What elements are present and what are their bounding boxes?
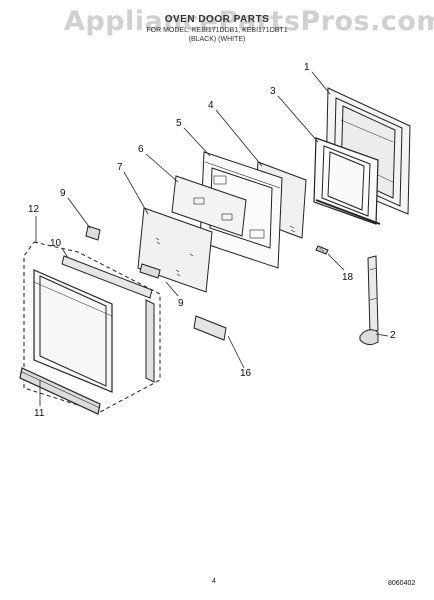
diagram-models: FOR MODEL: KEBI171DDB1, KEBI171DBT1: [146, 27, 288, 34]
doc-number: 8060402: [388, 580, 416, 587]
callout-16: 16: [240, 368, 252, 379]
part-door-frame: [313, 137, 381, 225]
watermark-text: AppliancePartsPros.com: [64, 6, 434, 37]
part-glass-clip-upper: [85, 225, 101, 241]
part-door-front: [33, 269, 113, 393]
part-side-trim: [145, 299, 155, 383]
part-door-handle: [19, 367, 101, 415]
diagram-title: OVEN DOOR PARTS: [164, 14, 270, 25]
callout-9-lower: 9: [178, 298, 184, 309]
part-glass-clip-lower: [139, 263, 161, 279]
part-insulation-panel: [171, 175, 247, 237]
part-door-hinge: [359, 255, 379, 346]
callout-11: 11: [34, 408, 45, 419]
part-vent-strip: [193, 315, 227, 341]
page-number: 4: [212, 578, 216, 585]
callout-leader-lines: [35, 71, 389, 406]
callout-9-upper: 9: [60, 188, 66, 199]
callout-10: 10: [50, 238, 62, 249]
callout-5: 5: [176, 118, 182, 129]
callout-18: 18: [342, 272, 354, 283]
callout-12: 12: [28, 204, 40, 215]
diagram-colors: (BLACK) (WHITE): [188, 36, 246, 43]
callout-1: 1: [304, 62, 310, 73]
part-top-trim: [61, 255, 153, 299]
callout-4: 4: [208, 100, 214, 111]
callout-3: 3: [270, 86, 276, 97]
callout-2: 2: [390, 330, 396, 341]
callout-6: 6: [138, 144, 144, 155]
callout-7: 7: [117, 162, 123, 173]
part-screw: [315, 245, 329, 255]
